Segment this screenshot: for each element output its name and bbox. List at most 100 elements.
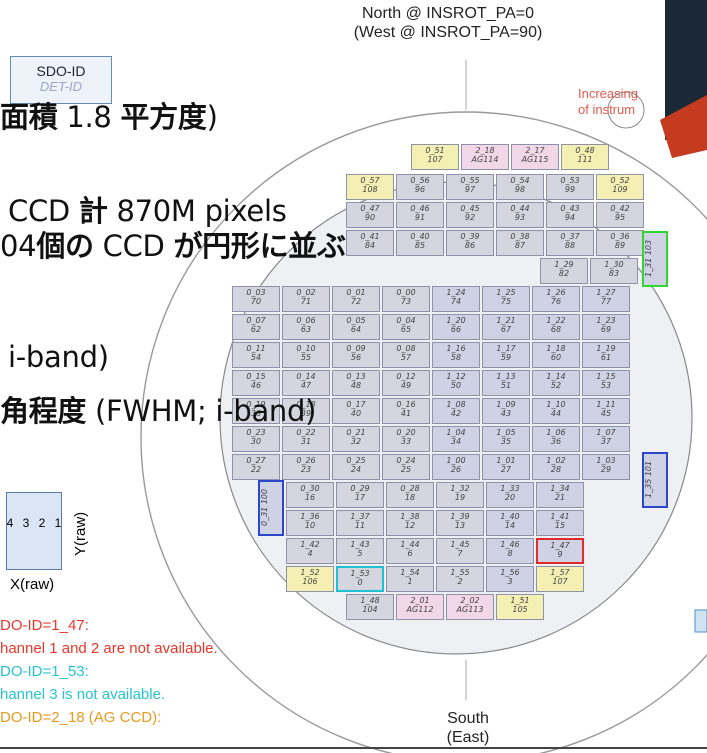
ccd-det-id: 28 <box>550 465 562 474</box>
ccd-sdo-id: 1_42 <box>300 540 320 549</box>
ccd-sdo-id: 0_31 <box>260 506 269 527</box>
ccd-sdo-id: 1_27 <box>596 288 616 297</box>
ccd-det-id: 16 <box>304 493 316 502</box>
ccd-det-id: 65 <box>400 325 412 334</box>
overlay-line-area: 面積 1.8 平方度) <box>0 100 218 134</box>
ccd-sdo-id: 1_43 <box>350 540 370 549</box>
ccd-sdo-id: 1_10 <box>546 400 566 409</box>
north-label-line2: (West @ INSROT_PA=90) <box>353 24 543 41</box>
ccd-det-id: 13 <box>454 521 466 530</box>
ccd-det-id: 52 <box>550 381 562 390</box>
ccd-det-id: 96 <box>414 185 426 194</box>
ccd-sdo-id: 0_25 <box>346 456 366 465</box>
ccd-sdo-id: 1_23 <box>596 316 616 325</box>
ccd-det-id: 48 <box>350 381 362 390</box>
ccd-sdo-id: 0_22 <box>296 428 316 437</box>
ccd-sdo-id: 0_09 <box>346 344 366 353</box>
ccd-sdo-id: 1_44 <box>400 540 420 549</box>
legend-faded-label: DET-ID <box>39 79 83 94</box>
ccd-det-id: 106 <box>302 577 318 586</box>
ccd-sdo-id: 0_44 <box>510 204 530 213</box>
ccd-det-id: 27 <box>500 465 512 474</box>
ccd-det-id: 69 <box>600 325 612 334</box>
ccd-sdo-id: 0_26 <box>296 456 316 465</box>
ccd-sdo-id: 1_14 <box>546 372 566 381</box>
ccd-det-id: 30 <box>250 437 262 446</box>
ccd-sdo-id: 1_13 <box>496 372 516 381</box>
ccd-det-id: 90 <box>364 213 376 222</box>
ccd-sdo-id: 1_38 <box>400 512 420 521</box>
channel-1: 1 <box>54 516 62 530</box>
y-raw-axis-label: Y(raw) <box>72 511 89 556</box>
ccd-det-id: 77 <box>600 297 612 306</box>
ccd-sdo-id: 1_55 <box>450 568 470 577</box>
ccd-det-id: AG113 <box>456 605 484 614</box>
overlay-line-band: i-band) <box>8 340 109 374</box>
ccd-det-id: 36 <box>550 437 562 446</box>
ccd-sdo-id: 0_20 <box>396 428 416 437</box>
ccd-det-id: 26 <box>450 465 462 474</box>
ccd-sdo-id: 0_12 <box>396 372 416 381</box>
ccd-det-id: 1 <box>407 577 413 586</box>
ccd-sdo-id: 0_18 <box>296 400 316 409</box>
ccd-0_31: 0_31 100 <box>258 480 284 536</box>
ccd-det-id: 6 <box>407 549 413 558</box>
ccd-sdo-id: 1_20 <box>446 316 466 325</box>
ccd-det-id: 47 <box>300 381 312 390</box>
ccd-det-id: 67 <box>500 325 512 334</box>
ccd-sdo-id: 0_36 <box>610 232 630 241</box>
ccd-sdo-id: 0_02 <box>296 288 316 297</box>
ccd-det-id: 95 <box>614 213 626 222</box>
ccd-sdo-id: 1_00 <box>446 456 466 465</box>
ccd-det-id: 11 <box>354 521 366 530</box>
seeing-condition: (FWHM; i-band) <box>86 394 317 428</box>
ccd-det-id: 73 <box>400 297 412 306</box>
ccd-det-id: 104 <box>362 605 378 614</box>
ccd-det-id: 24 <box>350 465 362 474</box>
ccd-sdo-id: 0_29 <box>350 484 370 493</box>
ccd-sdo-id: 1_11 <box>596 400 616 409</box>
area-paren: ) <box>206 100 218 134</box>
ccd-sdo-id: 1_37 <box>350 512 370 521</box>
ccd-sdo-id: 1_06 <box>546 428 566 437</box>
ccd-sdo-id: 0_23 <box>246 428 266 437</box>
ccd-sdo-id: 1_32 <box>450 484 470 493</box>
ccd-sdo-id: 1_22 <box>546 316 566 325</box>
ccd-det-id: 57 <box>400 353 412 362</box>
ccd-sdo-id: 0_30 <box>300 484 320 493</box>
channel-numbers: 4 3 2 1 <box>2 516 66 530</box>
ccd-sdo-id: 0_05 <box>346 316 366 325</box>
ccd-det-id: 29 <box>600 465 612 474</box>
ccd-sdo-id: 0_07 <box>246 316 266 325</box>
ccd-det-id: 103 <box>644 239 653 258</box>
ccd-det-id: 85 <box>414 241 426 250</box>
ccd-det-id: 68 <box>550 325 562 334</box>
